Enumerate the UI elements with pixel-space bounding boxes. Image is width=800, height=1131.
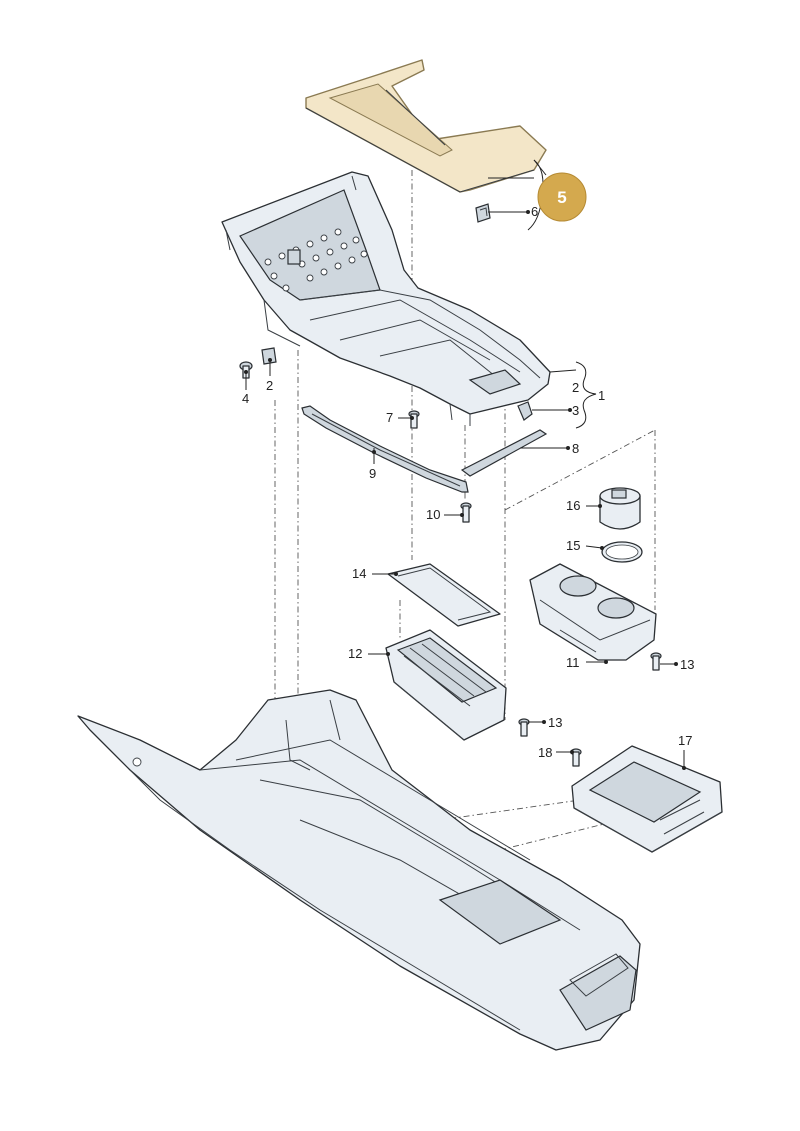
- callout-4: 4: [242, 391, 249, 406]
- part-11-cup-holder: [529, 563, 657, 661]
- part-9-trim-strip: [301, 405, 469, 493]
- callout-2-frame: 2: [572, 380, 579, 395]
- part-5-trim-panel: [305, 59, 547, 193]
- callout-17: 17: [678, 733, 692, 748]
- part-17-storage-tray: [571, 745, 723, 853]
- center-console-housing: [77, 689, 641, 1051]
- callout-18: 18: [538, 745, 552, 760]
- callout-13-b: 13: [680, 657, 694, 672]
- part-15-ring: [601, 541, 643, 563]
- callout-6: 6: [531, 204, 538, 219]
- callout-13-a: 13: [548, 715, 562, 730]
- part-14-mat: [387, 563, 501, 627]
- part-7-screw: [408, 410, 420, 429]
- part-10-screw: [460, 502, 472, 523]
- callout-2-nut: 2: [266, 378, 273, 393]
- callout-10: 10: [426, 507, 440, 522]
- part-12-charging-module: [385, 629, 507, 741]
- callout-15: 15: [566, 538, 580, 553]
- part-8-cover-strip: [460, 429, 548, 477]
- callout-1: 1: [598, 388, 605, 403]
- callout-3: 3: [572, 403, 579, 418]
- part-13-screw-a: [518, 718, 530, 737]
- callout-8: 8: [572, 441, 579, 456]
- callout-9: 9: [369, 466, 376, 481]
- part-6-clip: [475, 203, 491, 223]
- callout-11: 11: [566, 655, 580, 670]
- callout-16: 16: [566, 498, 580, 513]
- highlight-badge-5[interactable]: 5: [537, 172, 587, 222]
- part-3-clip: [517, 401, 533, 421]
- leader-dots: [244, 210, 686, 770]
- callout-12: 12: [348, 646, 362, 661]
- part-13-screw-b: [650, 652, 662, 671]
- callout-7: 7: [386, 410, 393, 425]
- callout-14: 14: [352, 566, 366, 581]
- callout-5: 5: [557, 188, 566, 207]
- part-16-cup-insert: [599, 487, 641, 530]
- callout-labels: 1 2 2 3 4 6 7 8 9 10 11 12 13 13 14 15 1…: [242, 204, 694, 760]
- part-2-nut: [261, 347, 277, 365]
- part-2-console-frame: [221, 171, 551, 426]
